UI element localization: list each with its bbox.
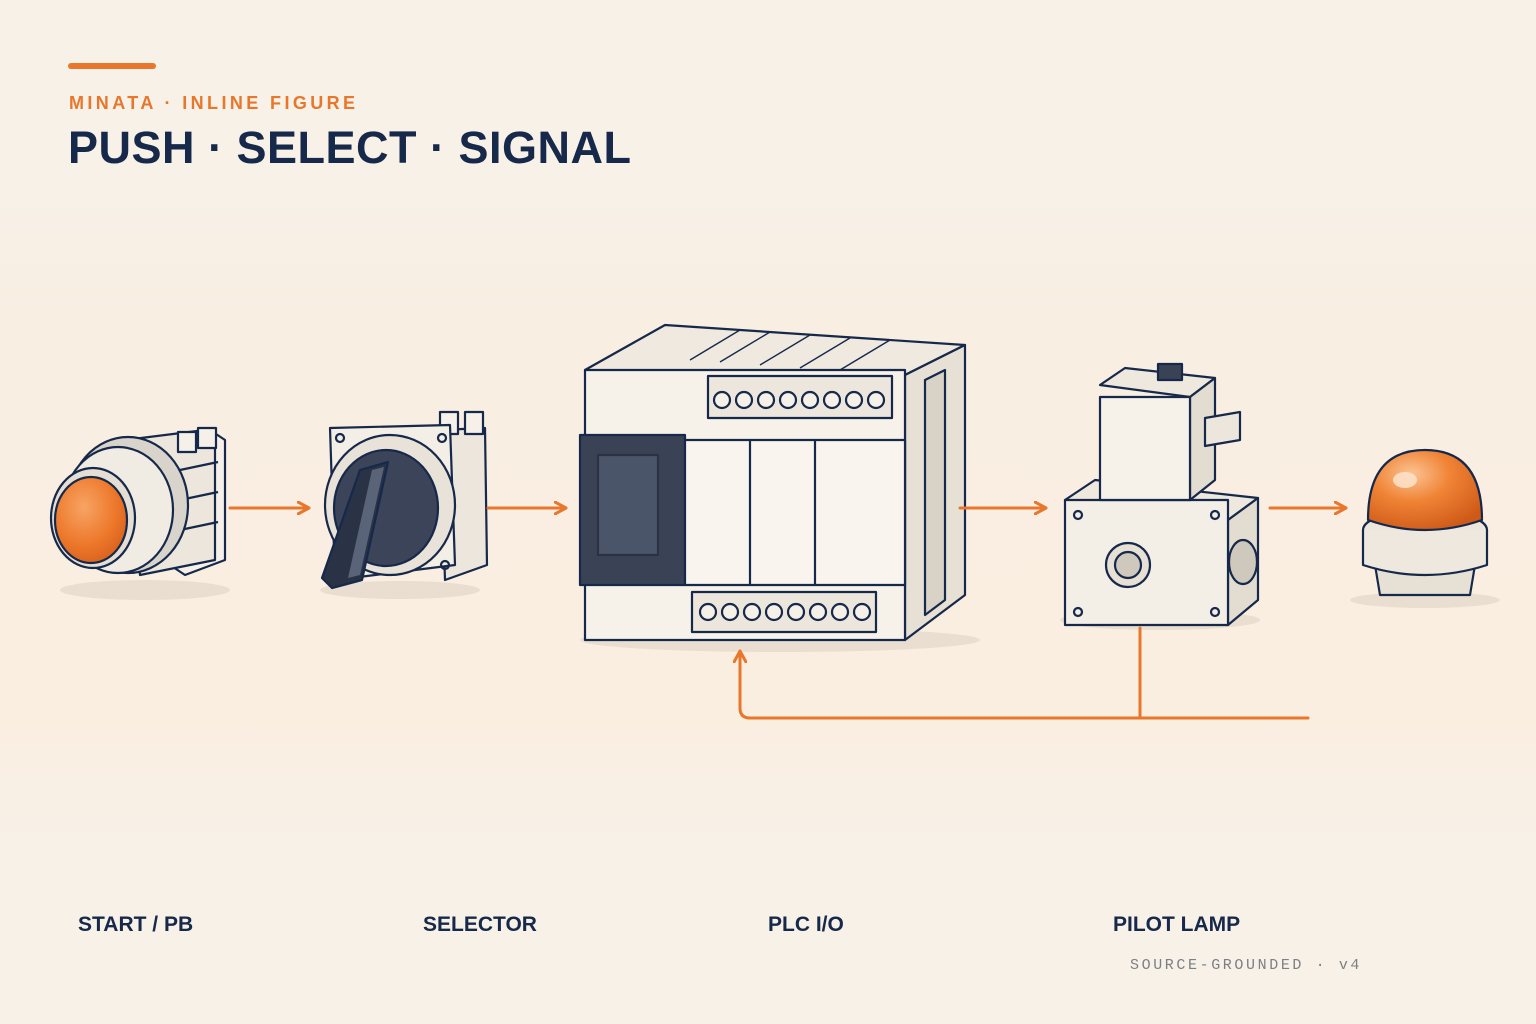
push-button-icon <box>49 426 227 577</box>
page-title: PUSH · SELECT · SIGNAL <box>68 122 632 173</box>
signal-arrows <box>228 508 1345 720</box>
plc-module-icon <box>578 323 967 642</box>
accent-bar <box>68 63 156 69</box>
label-plc-io: PLC I/O <box>768 913 844 936</box>
label-pilot-lamp: PILOT LAMP <box>1113 913 1241 936</box>
footer-tag: SOURCE-GROUNDED · v4 <box>1130 957 1363 974</box>
label-selector: SELECTOR <box>423 913 537 936</box>
selector-switch-icon <box>320 410 489 590</box>
solenoid-valve-icon <box>1063 362 1260 627</box>
label-start-pb: START / PB <box>78 913 194 936</box>
eyebrow-label: MINATA · INLINE FIGURE <box>69 93 359 113</box>
pilot-lamp-icon <box>1361 448 1489 597</box>
